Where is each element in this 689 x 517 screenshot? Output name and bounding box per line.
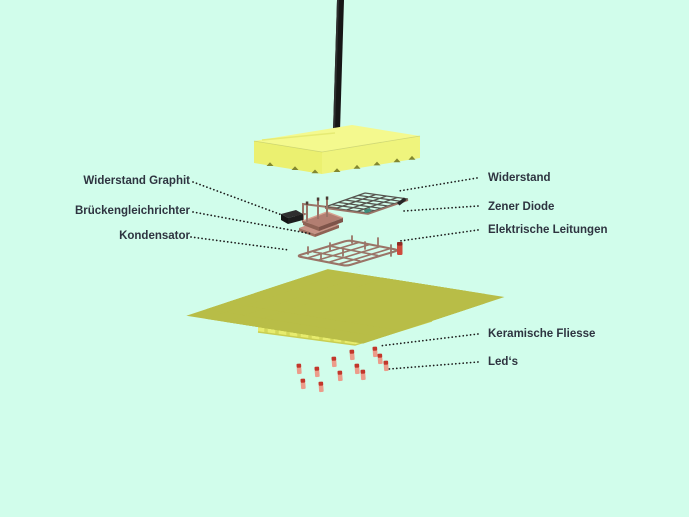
led (296, 363, 302, 375)
label-brueckengleichrichter: Brückengleichrichter (74, 205, 190, 217)
wire-pins (307, 235, 392, 261)
label-widerstand-graphit: Widerstand Graphit (83, 175, 190, 187)
label-zener-diode: Zener Diode (488, 201, 555, 213)
resistor-grid (325, 193, 408, 213)
led (354, 363, 360, 375)
grid-copper-edge (324, 199, 409, 215)
zener-diode (364, 197, 407, 214)
bottom-housing (186, 269, 505, 346)
top-cover (253, 125, 421, 174)
led (349, 349, 355, 361)
label-leds: Led‘s (488, 356, 519, 368)
led (377, 353, 383, 365)
leader-leds (388, 361, 479, 370)
ceramic-tile-grid (186, 269, 505, 344)
power-cable (333, 0, 344, 131)
leader-elektrische-leitungen (399, 229, 479, 242)
graphite-resistor (281, 210, 303, 224)
label-keramische-fliesse: Keramische Fliesse (488, 328, 596, 340)
cover-notches (266, 155, 416, 174)
led (331, 356, 337, 368)
resistor-component (397, 242, 403, 255)
label-kondensator: Kondensator (119, 230, 190, 242)
leader-zener-diode (403, 205, 479, 212)
leader-brueckengleichrichter (192, 211, 313, 235)
led (318, 381, 324, 393)
label-elektrische-leitungen: Elektrische Leitungen (488, 224, 608, 236)
leader-widerstand (398, 177, 478, 192)
led (314, 366, 320, 378)
leader-keramische-fliesse (378, 333, 479, 347)
leader-lines (190, 177, 479, 370)
leader-kondensator (190, 236, 290, 251)
led (372, 346, 378, 358)
circuit-board-layer (281, 193, 408, 237)
led (337, 370, 343, 382)
component-pins (305, 196, 329, 222)
led (383, 360, 389, 372)
led (360, 369, 366, 381)
led-array (296, 346, 389, 393)
leader-widerstand-graphit (192, 181, 283, 216)
led (300, 378, 306, 390)
wiring-layer (296, 236, 402, 266)
label-widerstand: Widerstand (488, 172, 551, 184)
